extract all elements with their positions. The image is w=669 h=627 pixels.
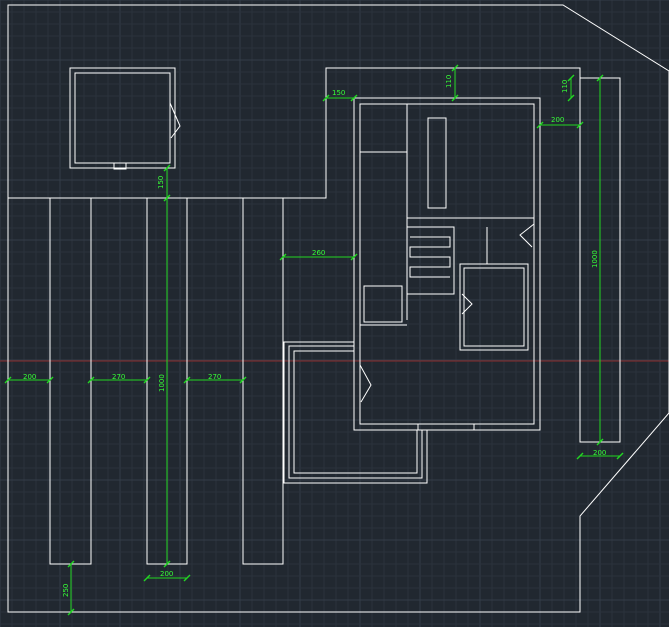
dimensions: 150 110 110 200 1000 200 150 bbox=[4, 64, 624, 616]
dim-label-250: 250 bbox=[62, 584, 70, 597]
shed-door-swing bbox=[169, 102, 181, 139]
house-plot-outline bbox=[8, 67, 581, 199]
dim-label-150: 150 bbox=[332, 89, 345, 97]
terrace-inner bbox=[293, 350, 418, 474]
dim-label-260: 260 bbox=[312, 249, 325, 257]
dim-label-110-top: 110 bbox=[445, 75, 453, 88]
door-swing bbox=[519, 223, 535, 248]
dim-label-270-left: 270 bbox=[112, 373, 125, 381]
house bbox=[8, 67, 581, 431]
dim-label-200-bottom-right: 200 bbox=[593, 449, 606, 457]
dim-label-200-left: 200 bbox=[23, 373, 36, 381]
bottom-window bbox=[417, 423, 475, 431]
dim-label-110-right: 110 bbox=[561, 80, 569, 93]
site-boundary bbox=[7, 4, 669, 613]
dim-label-1000-left: 1000 bbox=[158, 374, 166, 392]
shed bbox=[69, 67, 181, 170]
dim-label-1000-right: 1000 bbox=[591, 250, 599, 268]
bathroom-fixture bbox=[363, 285, 403, 323]
dim-label-200-right: 200 bbox=[551, 116, 564, 124]
room-right-inner bbox=[463, 267, 525, 347]
shed-outer-wall bbox=[69, 67, 176, 169]
kitchen-counter bbox=[427, 117, 447, 209]
dim-label-150-garage: 150 bbox=[157, 176, 165, 189]
stair-steps bbox=[409, 236, 451, 278]
dim-label-270-center: 270 bbox=[208, 373, 221, 381]
door-swing bbox=[359, 364, 372, 403]
room-right bbox=[459, 263, 529, 351]
dim-label-200-bottom: 200 bbox=[160, 570, 173, 578]
shed-door bbox=[113, 162, 127, 170]
terrace bbox=[283, 341, 428, 484]
terrace-mid bbox=[288, 345, 423, 479]
door-swing bbox=[461, 293, 473, 315]
terrace-outer bbox=[283, 341, 428, 484]
